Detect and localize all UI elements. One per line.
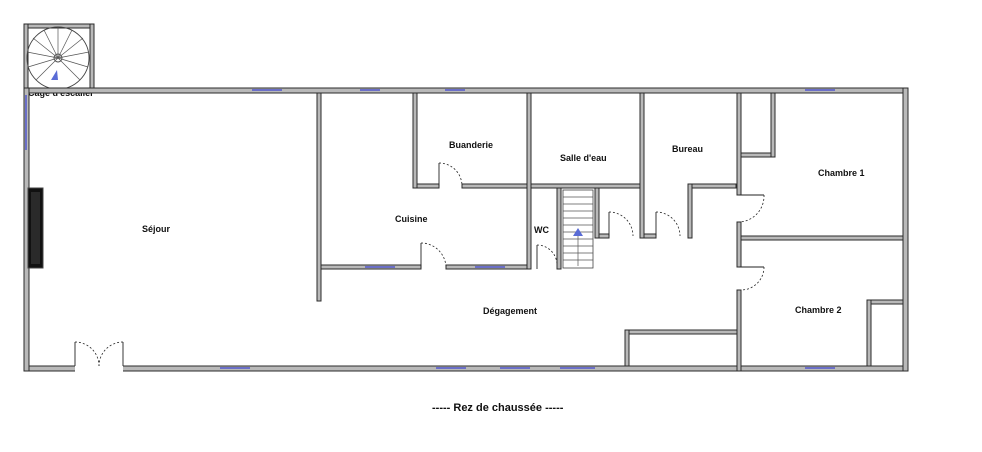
room-label-chambre2: Chambre 2 [795,305,842,315]
room-label-salle-eau: Salle d'eau [560,153,607,163]
room-label-sejour: Séjour [142,224,171,234]
room-label-degagement: Dégagement [483,306,537,316]
stair-up-arrow-icon [573,228,583,236]
windows [25,89,835,369]
plan-caption: ----- Rez de chaussée ----- [432,402,564,414]
room-label-cuisine: Cuisine [395,214,428,224]
staircase [562,189,594,269]
fireplace-inner [31,192,40,264]
interior-walls [316,92,904,372]
stair-tower: Cage d'escalier [23,23,95,98]
room-label-wc: WC [534,225,549,235]
doors [74,162,765,373]
room-label-buanderie: Buanderie [449,140,493,150]
room-label-bureau: Bureau [672,144,703,154]
stair-arrow-icon [51,70,58,80]
room-label-chambre1: Chambre 1 [818,168,865,178]
